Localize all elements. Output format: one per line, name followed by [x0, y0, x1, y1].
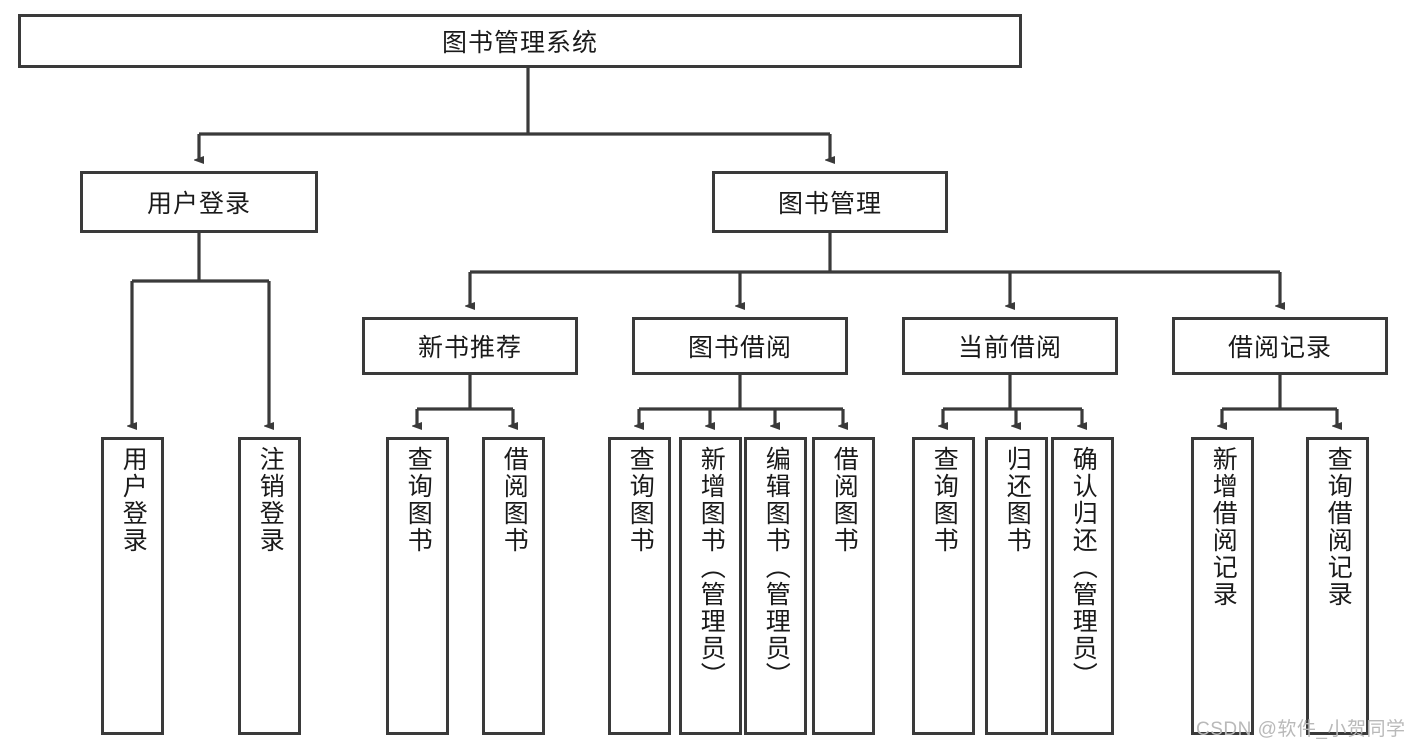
node-label: 借阅记录: [1227, 334, 1332, 362]
node-label: 查询图书: [930, 446, 959, 554]
node-label: 归还图书: [1003, 446, 1032, 554]
node-label: 新增借阅记录: [1209, 446, 1238, 608]
node-label: 借阅图书: [830, 446, 859, 554]
node-label: 用户登录: [119, 446, 148, 554]
node-borrow-records[interactable]: 借阅记录: [1172, 317, 1388, 375]
leaf-edit-book-admin[interactable]: 编辑图书（管理员）: [744, 437, 807, 735]
leaf-add-borrow-record[interactable]: 新增借阅记录: [1191, 437, 1254, 735]
node-label: 图书管理: [777, 190, 882, 218]
node-label: 查询图书: [404, 446, 433, 554]
node-label: 查询图书: [626, 446, 655, 554]
leaf-logout[interactable]: 注销登录: [238, 437, 301, 735]
node-label: 查询借阅记录: [1324, 446, 1353, 608]
leaf-user-login[interactable]: 用户登录: [101, 437, 164, 735]
node-label: 借阅图书: [500, 446, 529, 554]
node-current-borrow[interactable]: 当前借阅: [902, 317, 1118, 375]
node-label: 图书管理系统: [441, 29, 598, 57]
node-label: 图书借阅: [687, 334, 792, 362]
node-book-borrow[interactable]: 图书借阅: [632, 317, 848, 375]
node-label: 当前借阅: [957, 334, 1062, 362]
watermark: CSDN @软件_小贺同学: [1196, 719, 1405, 740]
node-new-book-recommend[interactable]: 新书推荐: [362, 317, 578, 375]
leaf-query-book-current[interactable]: 查询图书: [912, 437, 975, 735]
node-label: 确认归还（管理员）: [1069, 446, 1098, 689]
node-label: 新书推荐: [417, 334, 522, 362]
node-book-management[interactable]: 图书管理: [712, 171, 948, 233]
leaf-return-book[interactable]: 归还图书: [985, 437, 1048, 735]
node-label: 新增图书（管理员）: [697, 446, 726, 689]
node-label: 编辑图书（管理员）: [762, 446, 791, 689]
leaf-borrow-book-recommend[interactable]: 借阅图书: [482, 437, 545, 735]
leaf-confirm-return-admin[interactable]: 确认归还（管理员）: [1051, 437, 1114, 735]
leaf-add-book-admin[interactable]: 新增图书（管理员）: [679, 437, 742, 735]
leaf-borrow-book[interactable]: 借阅图书: [812, 437, 875, 735]
leaf-query-book-recommend[interactable]: 查询图书: [386, 437, 449, 735]
leaf-query-book-borrow[interactable]: 查询图书: [608, 437, 671, 735]
node-title[interactable]: 图书管理系统: [18, 14, 1022, 68]
node-label: 注销登录: [256, 446, 285, 554]
leaf-query-borrow-record[interactable]: 查询借阅记录: [1306, 437, 1369, 735]
node-user-login[interactable]: 用户登录: [80, 171, 318, 233]
node-label: 用户登录: [146, 190, 251, 218]
